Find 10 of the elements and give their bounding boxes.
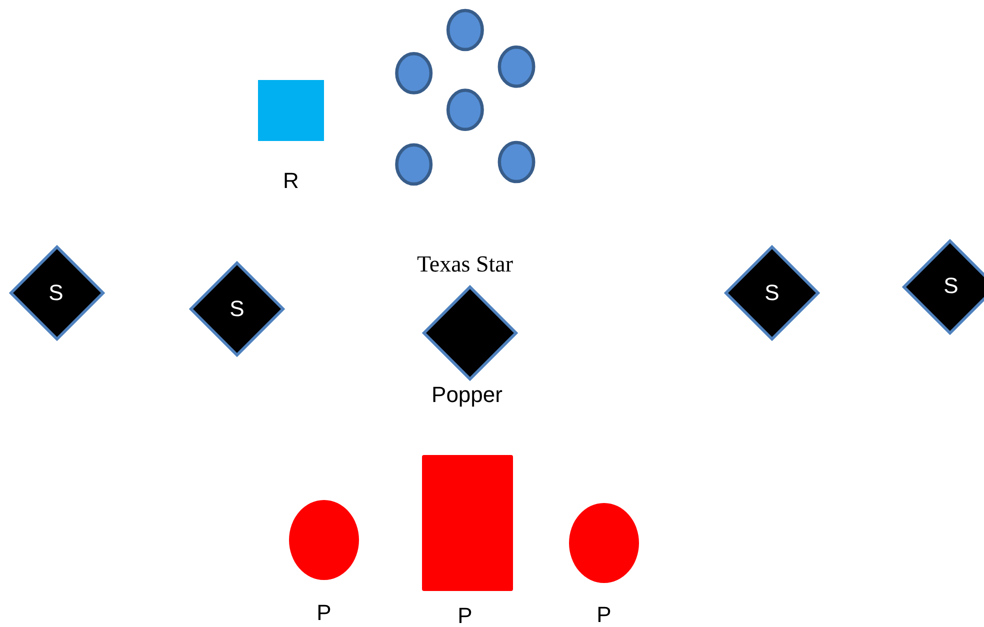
target-label: Popper xyxy=(432,384,502,406)
target-label: P xyxy=(458,605,472,627)
target-label: Texas Star xyxy=(416,252,514,276)
target-label: R xyxy=(283,170,299,192)
target-letter: S xyxy=(48,282,64,304)
target-letter: S xyxy=(230,298,244,320)
target-label: P xyxy=(596,604,612,626)
target-letter: S xyxy=(764,282,780,304)
target-label: P xyxy=(316,602,332,624)
target-letter: S xyxy=(944,275,958,297)
